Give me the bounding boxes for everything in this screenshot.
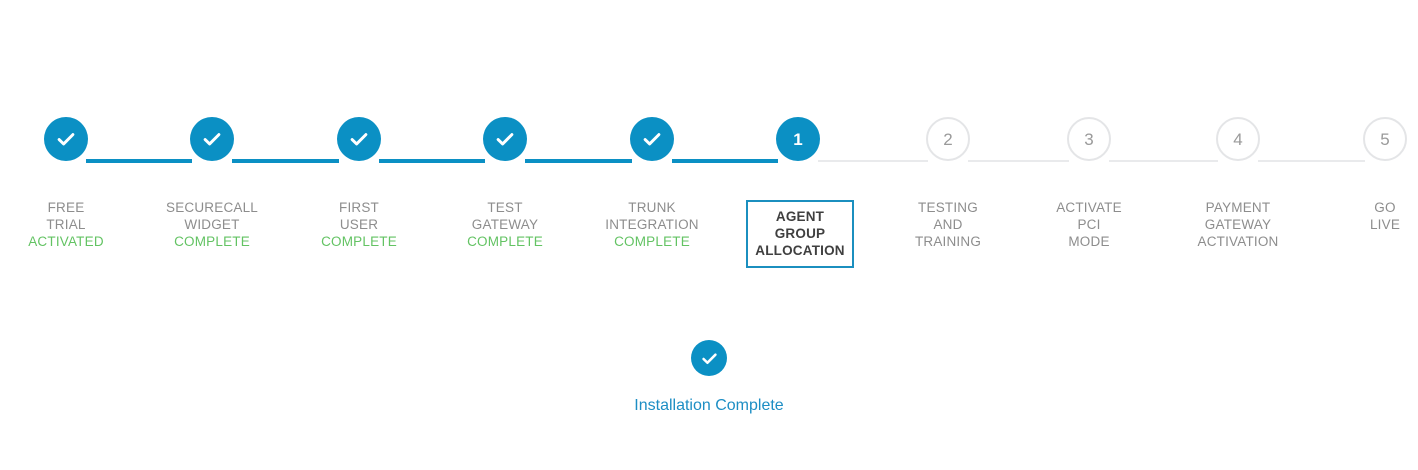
connector-activate-pci-mode-to-payment-gateway-activation <box>1109 160 1218 162</box>
step-label-line: AND <box>933 216 963 232</box>
connector-test-gateway-to-trunk-integration <box>525 159 632 163</box>
step-number-go-live[interactable]: 5 <box>1363 117 1407 161</box>
step-label-line: GATEWAY <box>471 216 539 232</box>
step-check-icon-trunk-integration[interactable] <box>630 117 674 161</box>
connector-payment-gateway-activation-to-go-live <box>1258 160 1365 162</box>
connector-testing-and-training-to-activate-pci-mode <box>968 160 1069 162</box>
step-label-line: GROUP <box>774 225 826 241</box>
step-label-line: INTEGRATION <box>605 216 699 232</box>
connector-first-user-to-test-gateway <box>379 159 485 163</box>
step-label-line: ALLOCATION <box>755 242 845 258</box>
check-icon <box>641 128 663 150</box>
step-label-line: GO <box>1374 200 1396 215</box>
connector-securecall-widget-to-first-user <box>232 159 339 163</box>
installation-complete-badge <box>691 340 727 376</box>
step-label-line: FREE <box>47 200 85 215</box>
step-label-line: TRIAL <box>46 216 86 232</box>
step-number-activate-pci-mode[interactable]: 3 <box>1067 117 1111 161</box>
step-label-line: TRAINING <box>914 233 982 249</box>
step-label-line: AGENT <box>775 209 825 224</box>
connector-free-trial-to-securecall-widget <box>86 159 192 163</box>
step-label-line: ACTIVATION <box>1197 233 1279 249</box>
step-check-icon-free-trial[interactable] <box>44 117 88 161</box>
step-number-label: 3 <box>1084 129 1094 149</box>
step-label-line: SECURECALL <box>165 200 259 215</box>
check-icon <box>700 349 719 368</box>
step-number-testing-and-training[interactable]: 2 <box>926 117 970 161</box>
step-label-line: MODE <box>1068 233 1110 249</box>
check-icon <box>201 128 223 150</box>
step-number-label: 2 <box>943 129 953 149</box>
step-number-label: 1 <box>793 129 803 149</box>
check-icon <box>348 128 370 150</box>
step-check-icon-first-user[interactable] <box>337 117 381 161</box>
step-label-line: FIRST <box>339 200 379 215</box>
step-number-agent-group-allocation[interactable]: 1 <box>776 117 820 161</box>
step-status-securecall-widget: COMPLETE <box>174 233 250 249</box>
connector-agent-group-allocation-to-testing-and-training <box>818 160 928 162</box>
installation-complete-block: Installation Complete <box>0 330 1418 416</box>
step-status-test-gateway: COMPLETE <box>467 233 543 249</box>
step-label-line: TEST <box>487 200 523 215</box>
check-icon <box>494 128 516 150</box>
step-check-icon-test-gateway[interactable] <box>483 117 527 161</box>
step-label-line: WIDGET <box>184 216 240 232</box>
step-number-payment-gateway-activation[interactable]: 4 <box>1216 117 1260 161</box>
step-status-first-user: COMPLETE <box>321 233 397 249</box>
step-label-line: TESTING <box>918 200 978 215</box>
step-status-free-trial: ACTIVATED <box>28 233 104 249</box>
step-number-label: 4 <box>1233 129 1243 149</box>
step-status-trunk-integration: COMPLETE <box>614 233 690 249</box>
step-label-line: LIVE <box>1369 216 1401 232</box>
step-number-label: 5 <box>1380 129 1390 149</box>
check-icon <box>55 128 77 150</box>
step-label-line: PCI <box>1077 216 1101 232</box>
step-label-line: TRUNK <box>628 200 676 215</box>
step-label-line: ACTIVATE <box>1056 200 1122 215</box>
step-label-line: USER <box>339 216 379 232</box>
installation-complete-label: Installation Complete <box>634 397 784 414</box>
step-label-line: PAYMENT <box>1205 200 1271 215</box>
step-label-line: GATEWAY <box>1204 216 1272 232</box>
step-check-icon-securecall-widget[interactable] <box>190 117 234 161</box>
connector-trunk-integration-to-agent-group-allocation <box>672 159 778 163</box>
